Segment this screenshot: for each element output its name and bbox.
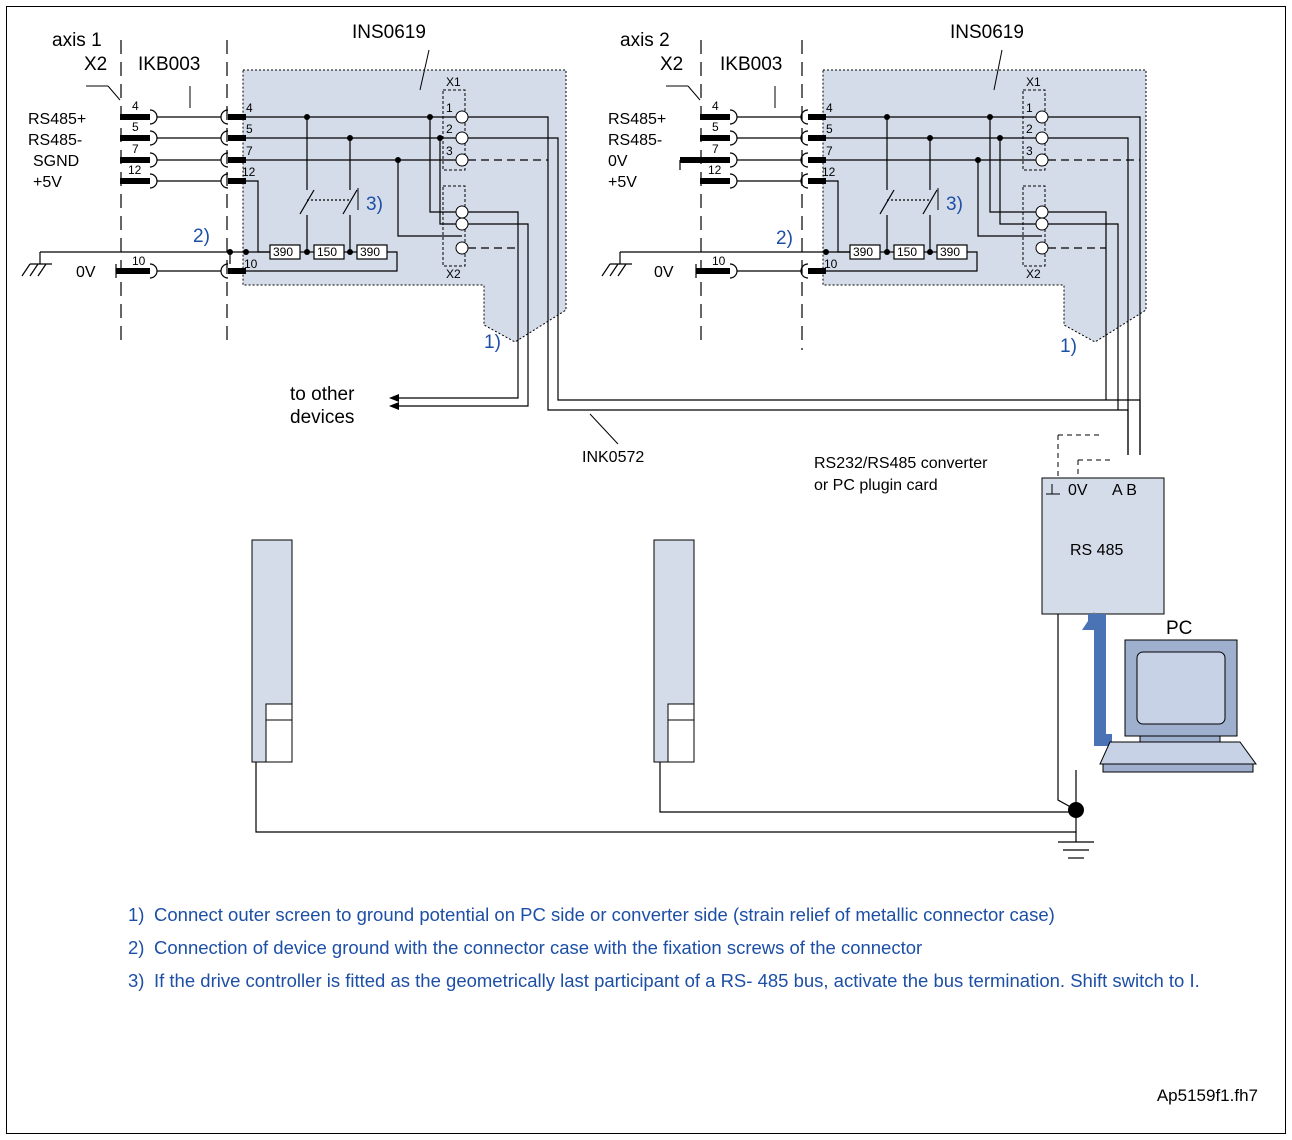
drive-unit-1 xyxy=(251,539,293,763)
svg-text:10: 10 xyxy=(244,257,258,271)
svg-text:4: 4 xyxy=(132,99,139,113)
ins0619-panel-2 xyxy=(822,69,1147,343)
svg-text:RS485-: RS485- xyxy=(608,132,662,149)
svg-text:5: 5 xyxy=(246,122,253,136)
figure-frame xyxy=(6,6,1286,1134)
svg-text:150: 150 xyxy=(897,245,917,259)
converter-ab-label: A B xyxy=(1112,482,1137,499)
axis-2-wiring: axis 2 X2 IKB003 INS0619 RS485+ RS485- 0… xyxy=(601,22,1147,455)
svg-text:5: 5 xyxy=(712,120,719,134)
svg-text:X2: X2 xyxy=(1026,267,1041,281)
axis-label: axis 1 xyxy=(52,30,102,51)
svg-text:2: 2 xyxy=(1026,122,1033,136)
converter-label-2: or PC plugin card xyxy=(814,477,938,494)
svg-text:12: 12 xyxy=(822,165,836,179)
svg-text:150: 150 xyxy=(317,245,337,259)
rs485-box-label: RS 485 xyxy=(1070,542,1123,559)
svg-text:X1: X1 xyxy=(1026,75,1041,89)
svg-text:5: 5 xyxy=(132,120,139,134)
ins0619-label: INS0619 xyxy=(352,22,426,43)
svg-text:1: 1 xyxy=(446,101,453,115)
svg-text:X2: X2 xyxy=(446,267,461,281)
plus5v-label: +5V xyxy=(33,174,62,191)
pc-label: PC xyxy=(1166,618,1192,639)
svg-text:X1: X1 xyxy=(446,75,461,89)
svg-text:0V: 0V xyxy=(654,264,674,281)
note-3: 3) If the drive controller is fitted as … xyxy=(128,970,1200,991)
to-other-devices-label-2: devices xyxy=(290,407,354,428)
ink0572-label: INK0572 xyxy=(582,449,644,466)
rs485-box xyxy=(1041,477,1165,615)
svg-text:12: 12 xyxy=(708,163,722,177)
svg-text:3): 3) xyxy=(946,194,963,215)
pc-icon: PC xyxy=(1082,612,1257,773)
svg-text:3: 3 xyxy=(446,144,453,158)
rs485-minus-label: RS485- xyxy=(28,132,82,149)
svg-text:7: 7 xyxy=(826,144,833,158)
svg-text:IKB003: IKB003 xyxy=(720,54,782,75)
svg-text:10: 10 xyxy=(824,257,838,271)
rs485-plus-label: RS485+ xyxy=(28,111,86,128)
svg-text:+5V: +5V xyxy=(608,174,637,191)
svg-text:4: 4 xyxy=(826,101,833,115)
svg-text:7: 7 xyxy=(246,144,253,158)
svg-text:0V: 0V xyxy=(608,153,628,170)
svg-text:3: 3 xyxy=(1026,144,1033,158)
note-1: 1) Connect outer screen to ground potent… xyxy=(128,904,1055,925)
drive-unit-2 xyxy=(653,539,695,763)
svg-text:390: 390 xyxy=(273,245,293,259)
to-other-devices-label-1: to other xyxy=(290,384,355,405)
figure-id: Ap5159f1.fh7 xyxy=(1156,1086,1258,1105)
axis-1-wiring: axis 1 X2 IKB003 INS0619 RS485+ RS485- S… xyxy=(21,22,1141,455)
svg-text:390: 390 xyxy=(360,245,380,259)
svg-text:390: 390 xyxy=(853,245,873,259)
converter-0v-label: 0V xyxy=(1068,482,1088,499)
svg-text:12: 12 xyxy=(242,165,256,179)
svg-text:7: 7 xyxy=(132,142,139,156)
ref-2-label: 2) xyxy=(193,226,210,247)
svg-text:10: 10 xyxy=(132,254,146,268)
ref-3-label: 3) xyxy=(366,194,383,215)
x2-connector-label: X2 xyxy=(84,54,107,75)
ikb003-label: IKB003 xyxy=(138,54,200,75)
note-2: 2) Connection of device ground with the … xyxy=(128,937,923,958)
svg-text:RS485+: RS485+ xyxy=(608,111,666,128)
svg-text:4: 4 xyxy=(246,101,253,115)
footnotes: 1) Connect outer screen to ground potent… xyxy=(128,898,1248,997)
svg-text:X2: X2 xyxy=(660,54,683,75)
rs485-converter: RS232/RS485 converter or PC plugin card … xyxy=(814,434,1165,615)
svg-text:10: 10 xyxy=(712,254,726,268)
svg-text:5: 5 xyxy=(826,122,833,136)
svg-text:7: 7 xyxy=(712,142,719,156)
converter-label-1: RS232/RS485 converter xyxy=(814,455,988,472)
zero-v-label: 0V xyxy=(76,264,96,281)
sgnd-label: SGND xyxy=(33,153,79,170)
svg-text:INS0619: INS0619 xyxy=(950,22,1024,43)
ref-1-label: 1) xyxy=(484,332,501,353)
svg-text:12: 12 xyxy=(128,163,142,177)
svg-text:1): 1) xyxy=(1060,336,1077,357)
svg-text:2): 2) xyxy=(776,228,793,249)
svg-text:2: 2 xyxy=(446,122,453,136)
svg-text:390: 390 xyxy=(940,245,960,259)
axis-label-2: axis 2 xyxy=(620,30,670,51)
svg-text:1: 1 xyxy=(1026,101,1033,115)
svg-text:4: 4 xyxy=(712,99,719,113)
